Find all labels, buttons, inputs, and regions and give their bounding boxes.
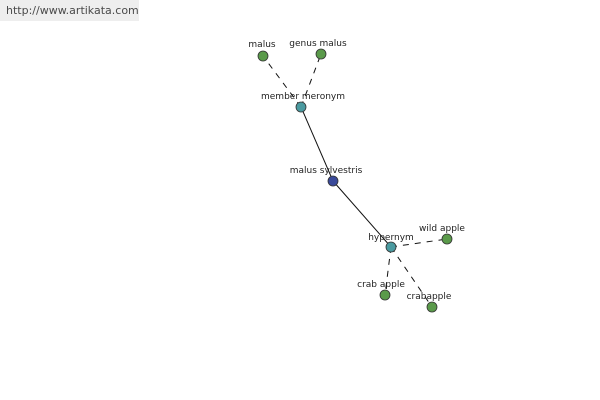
node-circle-member-meronym[interactable] bbox=[295, 101, 307, 113]
edges-layer bbox=[262, 53, 448, 308]
node-wild-apple[interactable]: wild apple bbox=[419, 224, 465, 245]
node-genus-malus[interactable]: genus malus bbox=[289, 39, 347, 60]
node-label-crabapple: crabapple bbox=[407, 292, 452, 302]
node-label-hypernym: hypernym bbox=[368, 233, 414, 243]
node-circle-hypernym[interactable] bbox=[385, 241, 397, 253]
node-hypernym[interactable]: hypernym bbox=[368, 233, 414, 253]
node-circle-malus[interactable] bbox=[257, 50, 269, 62]
edge-malus-sylvestris-to-member-meronym bbox=[300, 106, 334, 182]
node-label-malus-sylvestris: malus sylvestris bbox=[290, 166, 363, 176]
node-malus-sylvestris[interactable]: malus sylvestris bbox=[290, 166, 363, 187]
node-crabapple[interactable]: crabapple bbox=[407, 292, 452, 313]
edge-member-meronym-to-malus bbox=[262, 55, 302, 108]
node-malus[interactable]: malus bbox=[248, 40, 276, 62]
watermark-url: http://www.artikata.com bbox=[0, 0, 139, 21]
node-circle-crabapple[interactable] bbox=[426, 301, 438, 313]
nodes-layer: malus sylvestris member meronym hypernym ma… bbox=[248, 39, 465, 313]
node-label-crab-apple: crab apple bbox=[357, 280, 405, 290]
edge-hypernym-to-crab-apple bbox=[384, 246, 392, 296]
node-circle-genus-malus[interactable] bbox=[315, 48, 327, 60]
node-label-genus-malus: genus malus bbox=[289, 39, 347, 49]
edge-malus-sylvestris-to-hypernym bbox=[332, 180, 392, 248]
node-label-member-meronym: member meronym bbox=[261, 92, 345, 102]
edge-hypernym-to-crabapple bbox=[390, 246, 433, 308]
node-circle-crab-apple[interactable] bbox=[379, 289, 391, 301]
node-circle-malus-sylvestris[interactable] bbox=[327, 175, 339, 187]
node-label-wild-apple: wild apple bbox=[419, 224, 465, 234]
node-member-meronym[interactable]: member meronym bbox=[261, 92, 345, 113]
edge-hypernym-to-wild-apple bbox=[390, 238, 448, 248]
node-label-malus: malus bbox=[248, 40, 275, 50]
edge-member-meronym-to-genus-malus bbox=[300, 53, 322, 108]
node-circle-wild-apple[interactable] bbox=[441, 233, 453, 245]
node-crab-apple[interactable]: crab apple bbox=[357, 280, 405, 301]
